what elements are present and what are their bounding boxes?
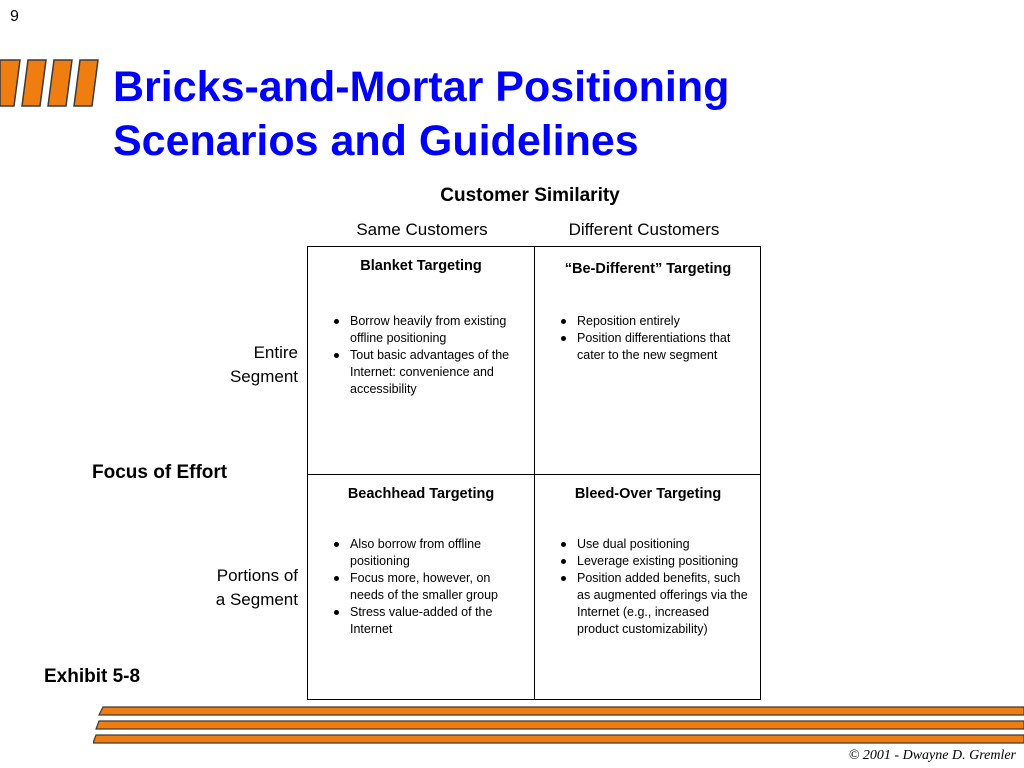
bullet-item: Also borrow from offline positioning [332,536,522,570]
cell-title: Beachhead Targeting [347,486,495,502]
cell-beachhead-targeting: Beachhead Targeting Also borrow from off… [308,475,534,702]
bullet-list: Reposition entirely Position differentia… [559,313,749,364]
row-label-line: Portions of [216,566,298,585]
slide-number: 9 [10,8,19,25]
row-label-line: Entire [253,343,298,362]
bullet-list: Borrow heavily from existing offline pos… [332,313,522,398]
copyright-notice: © 2001 - Dwayne D. Gremler [848,748,1016,763]
matrix-horizontal-divider [308,474,760,475]
row-label-line: Segment [229,367,298,386]
slide-title: Bricks-and-Mortar Positioning Scenarios … [113,60,1013,168]
bullet-item: Stress value-added of the Internet [332,604,522,638]
column-header-different-customers: Different Customers [568,220,720,239]
bullet-item: Tout basic advantages of the Internet: c… [332,347,522,398]
column-axis-label: Customer Similarity [440,185,620,206]
cell-bleed-over-targeting: Bleed-Over Targeting Use dual positionin… [535,475,761,702]
bullet-item: Focus more, however, on needs of the sma… [332,570,522,604]
bullet-item: Leverage existing positioning [559,553,749,570]
cell-blanket-targeting: Blanket Targeting Borrow heavily from ex… [308,247,534,474]
slide-title-line-1: Bricks-and-Mortar Positioning [113,63,730,111]
orange-stripes-decoration-icon [93,706,1024,744]
cell-title: Blanket Targeting [360,258,482,274]
cell-be-different-targeting: “Be-Different” Targeting Reposition enti… [535,247,761,474]
column-header-same-customers: Same Customers [356,220,488,239]
bullet-item: Borrow heavily from existing offline pos… [332,313,522,347]
bullet-item: Position added benefits, such as augment… [559,570,749,638]
bullet-item: Use dual positioning [559,536,749,553]
exhibit-label: Exhibit 5-8 [44,666,141,687]
bullet-item: Position differentiations that cater to … [559,330,749,364]
cell-title: Bleed-Over Targeting [574,486,722,502]
bullet-item: Reposition entirely [559,313,749,330]
matrix-vertical-divider [534,247,535,699]
row-label-line: a Segment [215,590,298,609]
bullet-list: Use dual positioning Leverage existing p… [559,536,749,638]
bullet-list: Also borrow from offline positioning Foc… [332,536,522,638]
orange-slanted-bars-logo-icon [0,59,99,107]
slide-title-line-2: Scenarios and Guidelines [113,117,639,165]
row-axis-label: Focus of Effort [92,462,228,483]
positioning-matrix: Blanket Targeting Borrow heavily from ex… [307,246,761,700]
cell-title: “Be-Different” Targeting [564,261,732,277]
row-label-entire-segment: Entire Segment [160,341,298,389]
row-label-portions-of-segment: Portions of a Segment [160,564,298,612]
